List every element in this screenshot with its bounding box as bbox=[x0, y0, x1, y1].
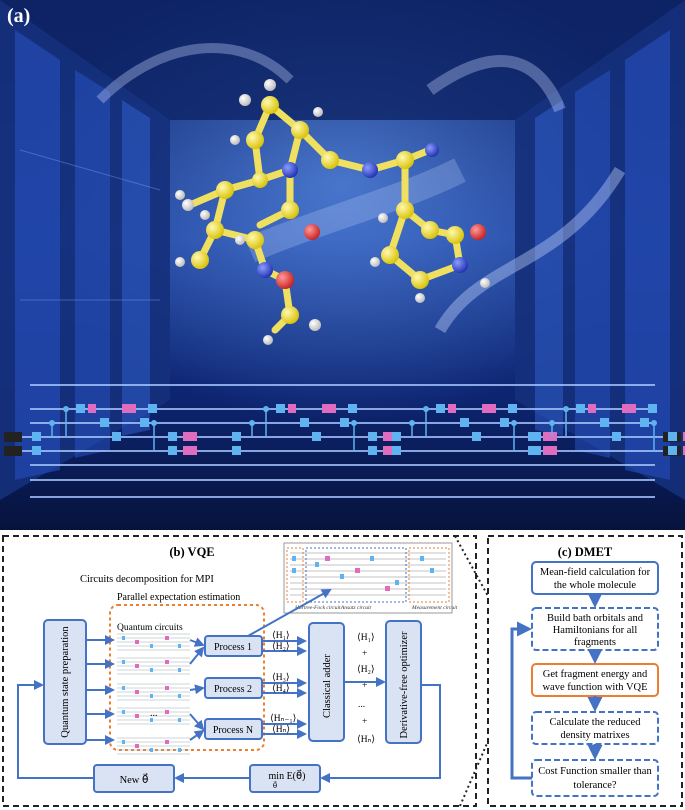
ribbon bbox=[96, 42, 294, 104]
quantum-circuits-label: Quantum circuits bbox=[117, 623, 183, 633]
circuit-inset: Hartree-Fock circuit Ansatz circuit Meas… bbox=[283, 542, 458, 614]
panel-a-label: (a) bbox=[7, 5, 30, 27]
classical-adder-label: Classical adder bbox=[322, 654, 333, 718]
min-energy-sub: θ⃗ bbox=[273, 781, 277, 790]
process-2-box bbox=[204, 677, 263, 699]
dmet-step-3-line-2: wave function with VQE bbox=[542, 682, 647, 693]
prep-arrows bbox=[86, 635, 115, 745]
dmet-step-2-line-2: Hamiltonians for all bbox=[553, 625, 638, 636]
circuits-ellipsis: ... bbox=[150, 708, 158, 719]
min-energy-label: min E(θ⃗) bbox=[269, 769, 306, 782]
hamiltonian-arrows bbox=[262, 636, 307, 739]
sum-plus-1: + bbox=[362, 649, 367, 659]
state-prep-label: Quantum state preparation bbox=[60, 626, 71, 738]
mpi-label: Circuits decomposition for MPI bbox=[80, 574, 214, 585]
dmet-step-5 bbox=[531, 759, 659, 797]
panel-b: (b) VQE Circuits decomposition for MPI bbox=[2, 535, 477, 807]
dmet-step-1-line-2: the whole molecule bbox=[554, 580, 637, 591]
dmet-step-4-line-1: Calculate the reduced bbox=[550, 717, 642, 728]
inset-label-ansatz: Ansatz circuit bbox=[340, 605, 372, 611]
optimizer-loop-arrow bbox=[320, 684, 441, 783]
panel-c-title: (c) DMET bbox=[558, 545, 613, 559]
h2-label: ⟨H₂⟩ bbox=[272, 641, 290, 652]
server-racks-right bbox=[515, 0, 685, 500]
panel-b-title: (b) VQE bbox=[169, 545, 214, 559]
process-2-label: Process 2 bbox=[214, 684, 252, 695]
new-theta-label: New θ⃗ bbox=[120, 772, 149, 786]
h1-label: ⟨H₁⟩ bbox=[272, 630, 290, 641]
dmet-loop-arrow bbox=[510, 621, 532, 780]
dmet-step-5-line-1: Cost Function smaller than bbox=[538, 766, 652, 777]
sum-column: ⟨H₁⟩ + ⟨H₂⟩ + ... + ⟨Hₙ⟩ bbox=[357, 632, 375, 745]
optimizer-box bbox=[385, 620, 422, 744]
dmet-step-4 bbox=[531, 711, 659, 745]
sum-plus-2: + bbox=[362, 681, 367, 691]
dmet-step-2-line-3: fragments bbox=[574, 637, 616, 648]
panel-a: (a) bbox=[0, 0, 685, 530]
dmet-step-2 bbox=[531, 607, 659, 651]
dmet-step-3-line-1: Get fragment energy and bbox=[543, 669, 648, 680]
dmet-step-5-line-2: tolerance? bbox=[573, 780, 616, 791]
sum-ellipsis: ... bbox=[358, 700, 365, 710]
dmet-step-4-line-2: density matrixes bbox=[560, 730, 629, 741]
quantum-circuit-overlay bbox=[4, 384, 685, 498]
circuit-process-arrows bbox=[189, 589, 332, 741]
sum-plus-3: + bbox=[362, 717, 367, 727]
hn-label: ⟨Hₙ⟩ bbox=[272, 724, 290, 735]
inset-label-meas: Measurement circuit bbox=[411, 605, 458, 611]
process-1-box bbox=[204, 635, 263, 657]
h4-label: ⟨H₄⟩ bbox=[272, 683, 290, 694]
process-n-label: Process N bbox=[213, 725, 253, 736]
mini-circuits bbox=[116, 633, 191, 755]
sum-term-2: ⟨H₂⟩ bbox=[357, 664, 375, 675]
state-prep-box bbox=[43, 619, 87, 745]
dmet-step-1-line-1: Mean-field calculation for bbox=[540, 567, 651, 578]
atoms bbox=[175, 79, 490, 345]
sum-term-n: ⟨Hₙ⟩ bbox=[357, 734, 375, 745]
optimizer-label: Derivative-free optimizer bbox=[399, 631, 410, 738]
process-n-box bbox=[204, 718, 263, 740]
parallel-label: Parallel expectation estimation bbox=[117, 592, 240, 603]
inset-label-hf: Hartree-Fock circuit bbox=[294, 605, 341, 611]
hn1-label: ⟨Hₙ₋₁⟩ bbox=[270, 713, 297, 724]
theta-to-prep-arrow bbox=[17, 680, 94, 779]
sum-term-1: ⟨H₁⟩ bbox=[357, 632, 375, 643]
dmet-step-2-line-1: Build bath orbitals and bbox=[547, 613, 644, 624]
process-1-label: Process 1 bbox=[214, 642, 252, 653]
h3-label: ⟨H₃⟩ bbox=[272, 672, 290, 683]
panel-c: (c) DMET Mean-field calculation for the … bbox=[487, 535, 683, 807]
server-racks-left bbox=[0, 0, 170, 500]
